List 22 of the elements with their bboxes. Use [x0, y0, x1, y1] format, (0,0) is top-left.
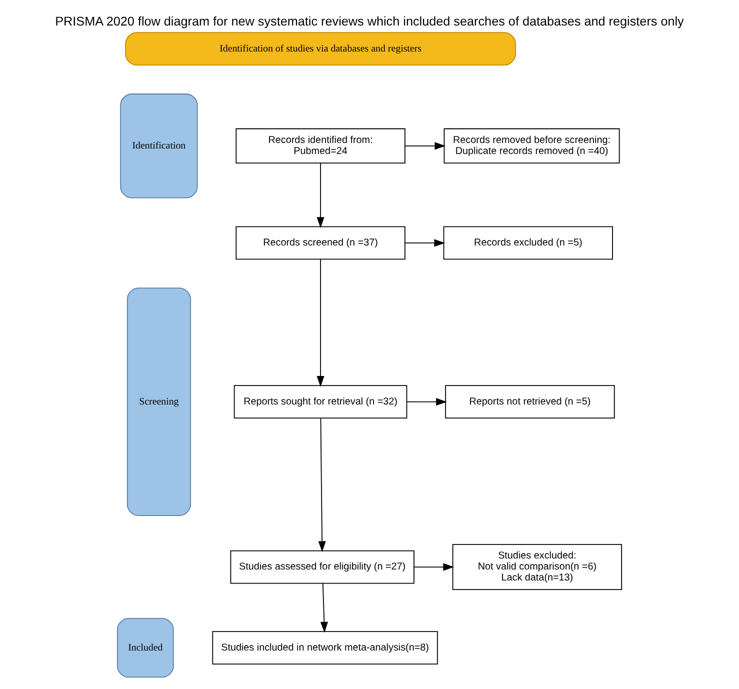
node-box: Records removed before screening: Duplicate records removed (n =40)	[444, 128, 620, 164]
node-box: Records screened (n =37)	[236, 226, 406, 260]
node-box: Identification	[120, 94, 198, 198]
arrow	[318, 418, 326, 552]
node-box: Studies excluded: Not valid comparison(n =6) Lack data(n=13)	[452, 544, 622, 590]
arrow	[316, 258, 324, 387]
arrow	[404, 239, 446, 247]
node-box: Studies assessed for eligibility (n =27)	[230, 550, 414, 584]
arrow	[414, 563, 454, 571]
node-box: Reports not retrieved (n =5)	[445, 385, 615, 419]
node-box: Reports sought for retrieval (n =32)	[234, 385, 408, 419]
arrow	[404, 142, 446, 150]
node-box: Included	[116, 618, 174, 678]
node-box: Records excluded (n =5)	[443, 226, 613, 260]
node-box: Studies included in network meta-analysis(n=8)	[212, 631, 438, 665]
node-box: Screening	[126, 288, 191, 516]
arrow	[316, 162, 324, 228]
node-box: Identification of studies via databases and registers	[125, 32, 516, 66]
diagram-title: PRISMA 2020 flow diagram for new systematic reviews which included searches of databases and registers only	[55, 14, 684, 29]
arrow	[406, 398, 447, 406]
node-box: Records identified from: Pubmed=24	[236, 128, 406, 164]
arrow	[320, 583, 328, 633]
